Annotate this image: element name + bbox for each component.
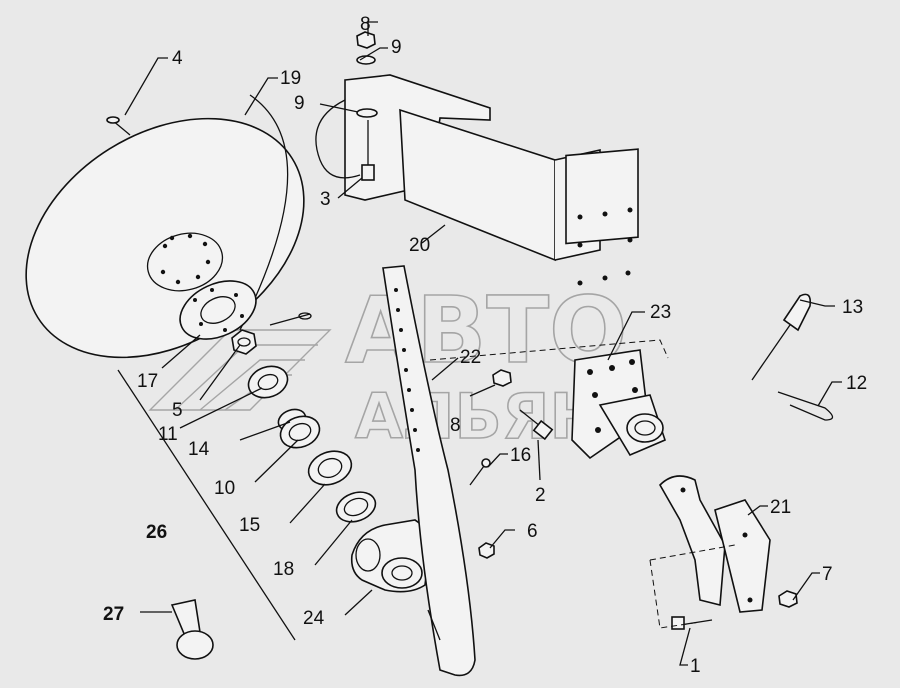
part-27 [170, 599, 214, 660]
arm-bar [382, 265, 476, 677]
callout-16: 15 [239, 515, 260, 536]
callout-11: 9 [391, 37, 402, 58]
ring-part-10 [279, 415, 321, 449]
callout-2: 2 [535, 485, 546, 506]
callout-23: 22 [460, 347, 481, 368]
disc-blade [25, 94, 305, 359]
leader-lines [124, 21, 842, 666]
callout-19: 18 [273, 559, 294, 580]
callout-25: 24 [303, 608, 325, 629]
frame-bracket [315, 74, 639, 286]
seal-part-19 [335, 491, 377, 523]
grease-fitting-17 [469, 458, 491, 486]
callout-8-top: 8 [360, 14, 371, 35]
bracket-part-22 [659, 475, 771, 613]
bolt-part-4 [106, 116, 131, 136]
callout-18: 17 [137, 371, 158, 392]
bearing-part-16 [307, 450, 353, 486]
callout-8-mid: 8 [450, 415, 461, 436]
callout-3: 3 [320, 189, 331, 210]
callout-27: 27 [103, 604, 124, 625]
callout-5: 5 [172, 400, 183, 421]
callout-10: 10 [214, 478, 235, 499]
assembly-bracket-26 [117, 369, 296, 641]
callout-20: 19 [280, 68, 301, 89]
nut-part-7 [778, 590, 798, 608]
callout-1: 1 [690, 656, 701, 677]
callout-4: 4 [172, 48, 183, 69]
bolt-part-3 [361, 120, 375, 181]
callout-22: 21 [770, 497, 791, 518]
callout-26: 26 [146, 522, 167, 543]
hub-housing [350, 519, 430, 593]
callout-15: 14 [188, 439, 210, 460]
callout-12: 11 [158, 424, 178, 445]
callout-9: 9 [294, 93, 305, 114]
callout-21: 20 [409, 235, 430, 256]
callout-6: 6 [527, 521, 538, 542]
cotter-pin [269, 312, 312, 326]
clip-part-13 [777, 391, 834, 421]
mounting-plate [571, 349, 666, 460]
pin-part-14 [751, 293, 812, 381]
callout-24: 23 [650, 302, 671, 323]
washer-part-9 [356, 108, 378, 118]
callout-7: 7 [822, 564, 833, 585]
washer-part-11 [356, 55, 376, 65]
dash-lines [429, 339, 736, 629]
callout-labels: 8 9 4 19 9 3 20 13 23 22 17 12 5 8 11 14… [103, 14, 867, 677]
callout-13: 12 [846, 373, 867, 394]
callout-14: 13 [842, 297, 863, 318]
nut-part-8-mid [492, 369, 512, 387]
nut-part-8-top [356, 31, 376, 49]
flange-gasket [179, 280, 257, 340]
bolt-part-2 [519, 409, 554, 441]
callout-17: 16 [510, 445, 531, 466]
